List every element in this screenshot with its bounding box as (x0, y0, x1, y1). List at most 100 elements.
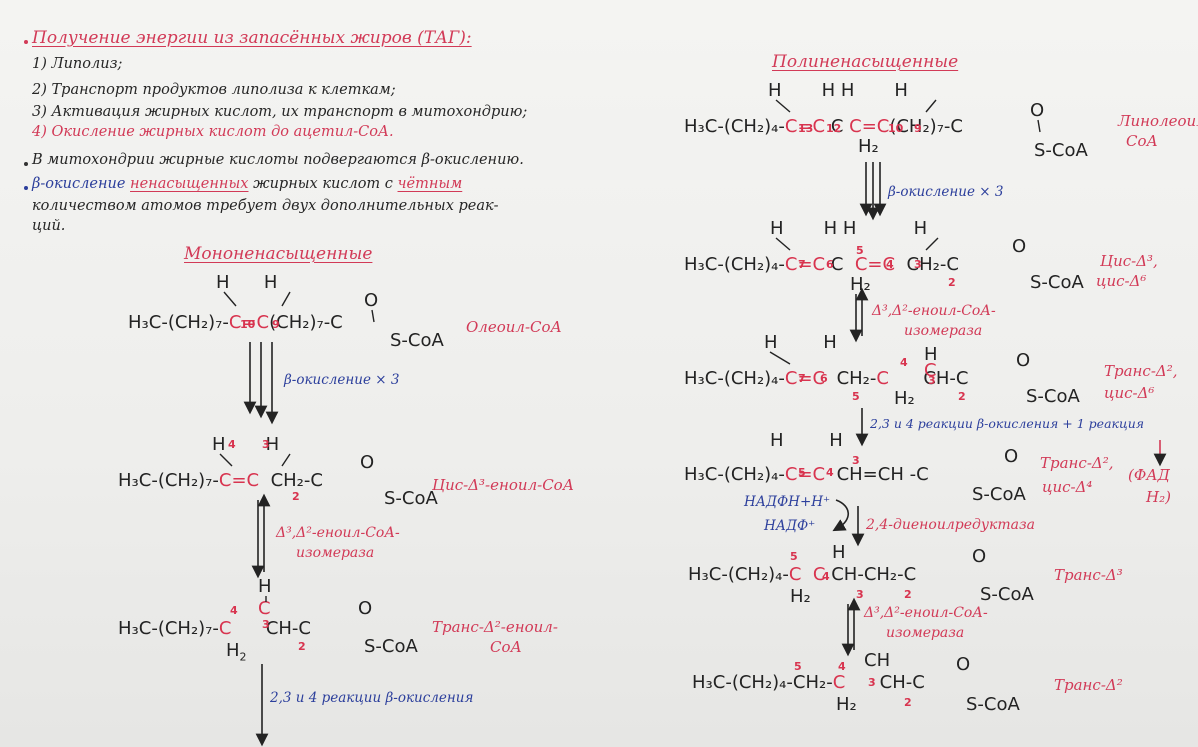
tc-carbonyl-o: O (1016, 350, 1031, 371)
note-unsaturated: β-окисление ненасыщенных жирных кислот с… (32, 176, 463, 192)
carbon-number: 5 (852, 390, 860, 403)
step-3: 3) Активация жирных кислот, их транспорт… (32, 104, 528, 120)
nadph-label: НАДФН+H⁺ (744, 494, 831, 510)
lin-h2: H₂ (858, 136, 879, 157)
isomerase-right-1: Δ³,Δ²-еноил-СоА- (872, 303, 996, 319)
carbon-number: 13 (798, 122, 814, 135)
carbon-number: 7 (798, 258, 806, 271)
carbon-number: 2 (958, 390, 966, 403)
lin-formula: H₃C-(CH₂)₄-C=C C C=C(CH₂)₇-C (684, 116, 963, 137)
t2-formula: H₃C-(CH₂)₄-CH₂-C CH-C (692, 672, 925, 693)
reductase-label: 2,4-диеноилредуктаза (866, 517, 1035, 533)
lin-scoa: S-CoA (1034, 140, 1088, 161)
carbon-number: 2 (292, 490, 300, 503)
carbon-number: 5 (798, 466, 806, 479)
bullet (24, 186, 28, 190)
trans-cis4-label-1: Транс-Δ², (1040, 454, 1114, 472)
oleoyl-carbonyl-o: O (364, 290, 379, 311)
step-2: 2) Транспорт продуктов липолиза к клетка… (32, 82, 396, 98)
cc-h-top: H H H H (770, 218, 928, 239)
carbon-number: 10 (888, 122, 904, 135)
carbon-number: 3 (868, 676, 876, 689)
nadp-label: НАДФ⁺ (764, 518, 816, 534)
reactions-left: 2,3 и 4 реакции β-окисления (270, 690, 474, 706)
cis-scoa: S-CoA (384, 488, 438, 509)
carbon-number: 4 (228, 438, 236, 451)
isomerase-right-4: изомераза (886, 625, 965, 641)
carbon-number: 4 (826, 466, 834, 479)
note-unsaturated-cont: количеством атомов требует двух дополнит… (32, 198, 499, 214)
tc-formula: H₃C-(CH₂)₄-C=C CH₂-C CH-C (684, 368, 969, 389)
t3-scoa: S-CoA (980, 584, 1034, 605)
carbon-number: 10 (240, 318, 256, 331)
carbon-number: 5 (790, 550, 798, 563)
step-4: 4) Окисление жирных кислот до ацетил-СоА… (32, 124, 394, 140)
carbon-number: 12 (826, 122, 842, 135)
carbon-number: 4 (886, 258, 894, 271)
oleoyl-scoa: S-CoA (390, 330, 444, 351)
trans-d2-label: Транс-Δ² (1054, 676, 1123, 694)
cis-h-top: H H (212, 434, 280, 455)
dienoyl-h-top: H H (770, 430, 843, 451)
cc-scoa: S-CoA (1030, 272, 1084, 293)
carbon-number: 4 (822, 570, 830, 583)
trans-cis-label-1: Транс-Δ², (1104, 362, 1178, 380)
trans-carbonyl-o: O (358, 598, 373, 619)
t2-h-top: CH (864, 650, 891, 671)
section-polyunsaturated: Полиненасыщенные (772, 52, 959, 72)
note-unsaturated-end: ций. (32, 218, 66, 234)
cis-formula: H₃C-(CH₂)₇-C=C CH₂-C (118, 470, 323, 491)
cc-carbonyl-o: O (1012, 236, 1027, 257)
linoleoyl-label-1: Линолеоил- (1118, 112, 1198, 130)
trans-scoa: S-CoA (364, 636, 418, 657)
carbon-number: 2 (948, 276, 956, 289)
beta-oxidation-x3-right: β-окисление × 3 (888, 184, 1004, 200)
t3-carbonyl-o: O (972, 546, 987, 567)
trans-h2: H2 (226, 640, 247, 664)
reactions-right: 2,3 и 4 реакции β-окисления + 1 реакция (870, 416, 1145, 431)
trans-cis4-label-2: цис-Δ⁴ (1042, 478, 1093, 496)
carbon-number: 3 (852, 454, 860, 467)
isomerase-right-3: Δ³,Δ²-еноил-СоА- (864, 605, 988, 621)
carbon-number: 4 (900, 356, 908, 369)
note-beta-oxidation: В митохондрии жирные кислоты подвергаютс… (32, 152, 524, 168)
lin-h-top: H H H H (768, 80, 908, 101)
section-monounsaturated: Мононенасыщенные (184, 244, 373, 264)
trans-c3: C (258, 598, 271, 619)
t3-h2: H₂ (790, 586, 811, 607)
trans-cis-label-2: цис-Δ⁶ (1104, 384, 1155, 402)
linoleoyl-label-2: СоА (1126, 132, 1158, 150)
cis-enoyl-label: Цис-Δ³-еноил-СоА (432, 476, 575, 494)
step-1: 1) Липолиз; (32, 56, 123, 72)
t3-formula: H₃C-(CH₂)₄-C C CH-CH₂-C (688, 564, 917, 585)
carbon-number: 3 (856, 588, 864, 601)
tc-h-top: H H (764, 332, 837, 353)
carbon-number: 5 (856, 244, 864, 257)
cis-cis-label-2: цис-Δ⁶ (1096, 272, 1147, 290)
cc-formula: H₃C-(CH₂)₄-C=C C C=C CH₂-C (684, 254, 959, 275)
carbon-number: 3 (262, 438, 270, 451)
bullet (24, 40, 28, 44)
trans-enoyl-label-2: СоА (490, 638, 522, 656)
oleoyl-coa-label: Олеоил-СоА (466, 318, 562, 336)
carbon-number: 3 (914, 258, 922, 271)
trans-h-top: H (258, 576, 272, 597)
carbon-number: 4 (838, 660, 846, 673)
carbon-number: 5 (794, 660, 802, 673)
carbon-number: 6 (826, 258, 834, 271)
isomerase-right-2: изомераза (904, 323, 983, 339)
fad-label-2: H₂) (1146, 488, 1171, 506)
carbon-number: 4 (230, 604, 238, 617)
tc-h-c3: H (924, 344, 938, 365)
tc-h2: H₂ (894, 388, 915, 409)
carbon-number: 2 (904, 588, 912, 601)
oleoyl-h-top: H H (216, 272, 278, 293)
isomerase-left-1: Δ³,Δ²-еноил-СоА- (276, 525, 400, 541)
dienoyl-formula: H₃C-(CH₂)₄-C=C CH=CH -C (684, 464, 929, 485)
t3-h-top: H (832, 542, 846, 563)
cis-cis-label-1: Цис-Δ³, (1100, 252, 1158, 270)
carbon-number: 3 (928, 374, 936, 387)
dienoyl-scoa: S-CoA (972, 484, 1026, 505)
